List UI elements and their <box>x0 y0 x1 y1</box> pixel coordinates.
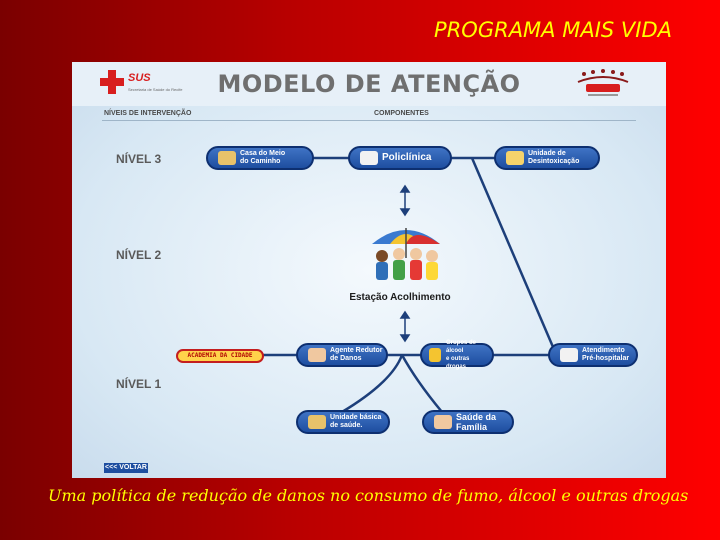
node-agente-redutor-de-danos[interactable]: Agente Redutor de Danos <box>296 343 388 367</box>
levels-header: NÍVEIS DE INTERVENÇÃO <box>104 110 192 117</box>
diagram-panel: SUS Secretaria de Saúde do Recife MODELO… <box>72 62 666 478</box>
node-label: Agente Redutor de Danos <box>330 347 383 362</box>
node-label: Casa do Meio do Caminho <box>240 150 286 165</box>
level-1-label: NÍVEL 1 <box>116 377 162 391</box>
connector-lines <box>260 156 558 414</box>
sus-cross-icon <box>100 70 124 94</box>
person-icon <box>308 348 326 362</box>
diagram-title: MODELO DE ATENÇÃO <box>217 70 521 98</box>
health-unit-icon <box>308 415 326 429</box>
clinic-building-icon <box>360 151 378 165</box>
node-unidade-de-desintoxicacao[interactable]: Unidade de Desintoxicação <box>494 146 600 170</box>
sus-logo-text: SUS <box>128 72 151 84</box>
node-label: Grupos de álcool e outras drogas. <box>446 340 477 370</box>
sus-logo-subtext: Secretaria de Saúde do Recife <box>128 87 183 92</box>
node-label: Unidade de Desintoxicação <box>528 150 580 165</box>
node-policlinica[interactable]: Policlínica <box>348 146 452 170</box>
node-label: Policlínica <box>382 152 432 163</box>
house-icon <box>218 151 236 165</box>
header-divider <box>102 120 636 121</box>
node-atendimento-pre-hospitalar[interactable]: Atendimento Pré-hospitalar <box>548 343 638 367</box>
family-icon <box>434 415 452 429</box>
level-2-label: NÍVEL 2 <box>116 248 162 262</box>
estacao-acolhimento-label: Estação Acolhimento <box>349 292 451 303</box>
node-grupos-de-alcool[interactable]: Grupos de álcool e outras drogas. <box>420 340 494 370</box>
node-label: Atendimento Pré-hospitalar <box>582 347 630 362</box>
node-casa-do-meio-do-caminho[interactable]: Casa do Meio do Caminho <box>206 146 314 170</box>
panel-header <box>72 62 666 106</box>
node-saude-da-familia[interactable]: Saúde da Família <box>422 410 514 434</box>
ambulance-icon <box>560 348 578 362</box>
people-icon <box>506 151 524 165</box>
slide-caption: Uma política de redução de danos no cons… <box>48 486 689 505</box>
sus-logo: SUS Secretaria de Saúde do Recife <box>100 70 183 100</box>
prefeitura-logo-icon <box>577 69 629 96</box>
node-label: Saúde da Família <box>456 412 497 432</box>
node-unidade-basica-de-saude[interactable]: Unidade básica de saúde. <box>296 410 390 434</box>
umbrella-people-icon <box>372 228 440 280</box>
slide-title: PROGRAMA MAIS VIDA <box>434 18 672 42</box>
level-3-label: NÍVEL 3 <box>116 152 162 166</box>
components-header: COMPONENTES <box>374 110 429 117</box>
node-label: Unidade básica de saúde. <box>330 414 382 429</box>
academia-da-cidade-badge[interactable]: ACADEMIA DA CIDADE <box>176 349 264 363</box>
back-button[interactable]: <<< VOLTAR <box>104 463 148 473</box>
group-icon <box>429 348 441 362</box>
